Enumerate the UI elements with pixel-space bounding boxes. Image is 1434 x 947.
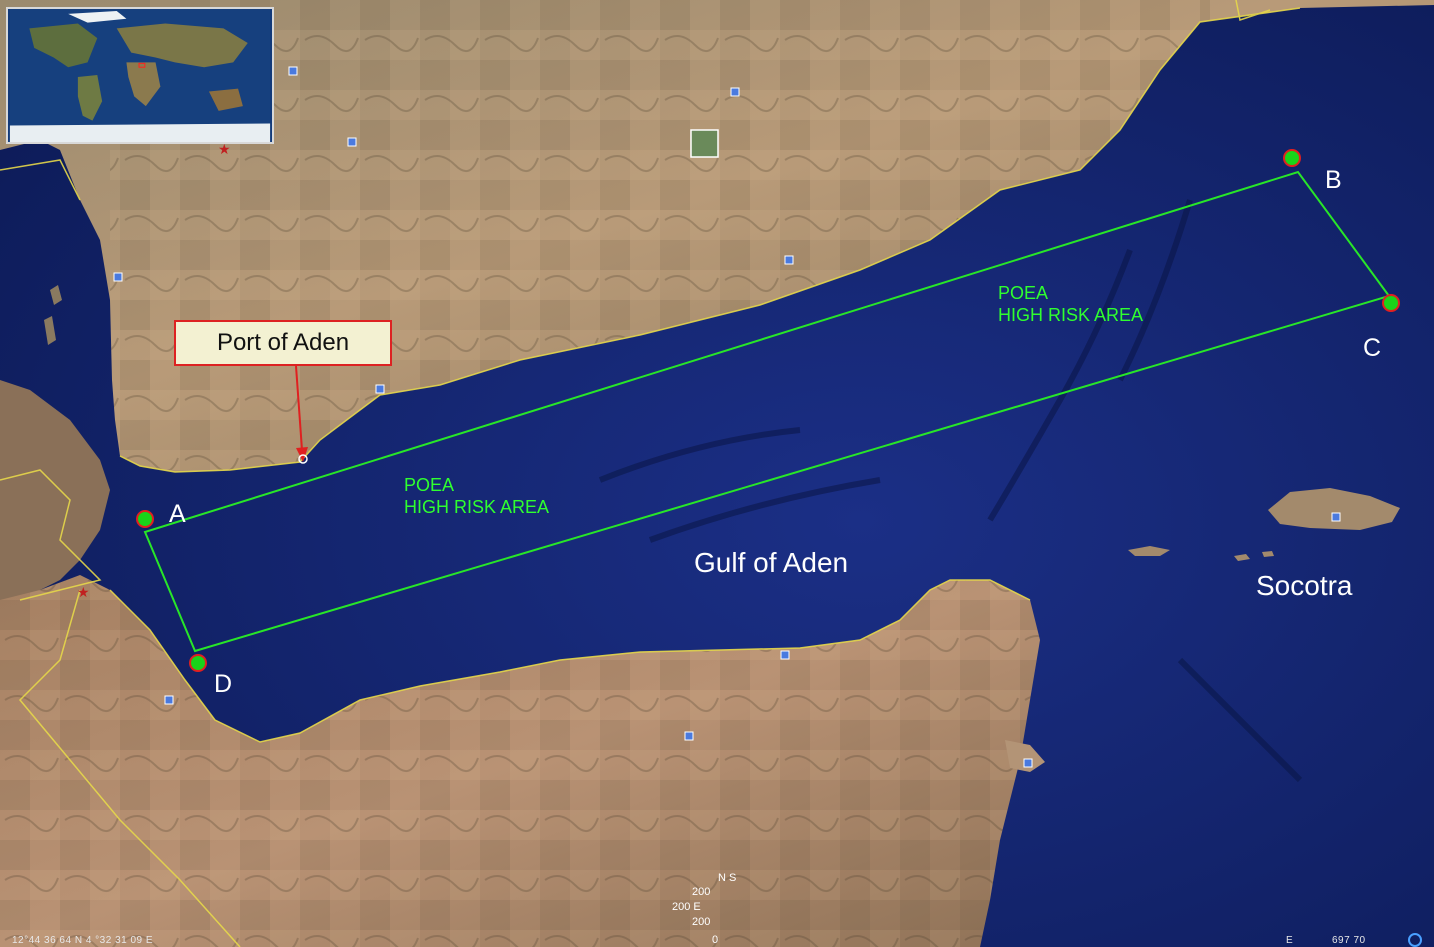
scale-200-c: 200 [692, 916, 711, 928]
scale-0: 0 [712, 934, 719, 946]
island-darsah [1262, 551, 1274, 557]
photo-thumbnail-icon[interactable] [690, 129, 719, 158]
gulf-of-aden-label: Gulf of Aden [694, 547, 849, 578]
red-sea-islet [44, 316, 56, 345]
scale-ns: N S [718, 872, 737, 884]
point-label-a: A [169, 500, 186, 528]
marker-c[interactable] [1382, 294, 1400, 312]
port-of-aden-marker[interactable] [298, 454, 308, 464]
red-sea-islet [50, 285, 62, 305]
zone-label-west-line1: POEA [404, 475, 455, 495]
scale-200-b: 200 E [672, 901, 701, 913]
placemark-square-icon[interactable] [730, 87, 740, 97]
placemark-square-icon[interactable] [347, 137, 357, 147]
status-bar: 12°44 36 64 N 4 °32 31 09 E E 697 70 [0, 933, 1434, 947]
zone-label-west: POEA HIGH RISK AREA [404, 474, 549, 518]
point-label-b: B [1325, 166, 1342, 194]
socotra-label: Socotra [1256, 570, 1353, 601]
borders [0, 0, 1301, 947]
overview-inset-map[interactable] [6, 7, 274, 144]
point-label-d: D [214, 670, 233, 698]
placemark-square-icon[interactable] [684, 731, 694, 741]
zone-label-east-line1: POEA [998, 283, 1049, 303]
zone-label-west-line2: HIGH RISK AREA [404, 497, 550, 517]
placemarks [113, 66, 1341, 768]
callout-arrow [295, 365, 303, 451]
placemark-square-icon[interactable] [288, 66, 298, 76]
star-placemark-icon[interactable]: ★ [218, 142, 231, 158]
coordinates-readout: 12°44 36 64 N 4 °32 31 09 E [12, 935, 154, 946]
marker-b[interactable] [1283, 149, 1301, 167]
port-of-aden-callout: Port of Aden [174, 320, 392, 366]
world-map-thumbnail [9, 9, 271, 142]
land-cape [1005, 740, 1045, 772]
scale-200-a: 200 [692, 886, 711, 898]
island-samhah [1234, 554, 1250, 561]
island-socotra [1268, 488, 1400, 530]
placemark-square-icon[interactable] [1331, 512, 1341, 522]
placemark-square-icon[interactable] [784, 255, 794, 265]
placemark-square-icon[interactable] [375, 384, 385, 394]
placemark-square-icon[interactable] [164, 695, 174, 705]
sea-ridges [598, 199, 1303, 783]
callout-label: Port of Aden [216, 329, 350, 356]
island-abd-al-kuri [1128, 546, 1170, 556]
point-label-c: C [1363, 334, 1382, 362]
elevation-readout: 697 70 [1332, 935, 1366, 946]
marker-a[interactable] [136, 510, 154, 528]
placemark-square-icon[interactable] [780, 650, 790, 660]
zone-label-east-line2: HIGH RISK AREA [998, 305, 1144, 325]
status-e-label: E [1286, 935, 1294, 946]
placemark-square-icon[interactable] [113, 272, 123, 282]
compass-icon[interactable] [1408, 933, 1422, 947]
zone-label-east: POEA HIGH RISK AREA [998, 282, 1143, 326]
star-placemark-icon[interactable]: ★ [77, 585, 90, 601]
placemark-square-icon[interactable] [1023, 758, 1033, 768]
marker-d[interactable] [189, 654, 207, 672]
land-horn-west [0, 380, 110, 600]
